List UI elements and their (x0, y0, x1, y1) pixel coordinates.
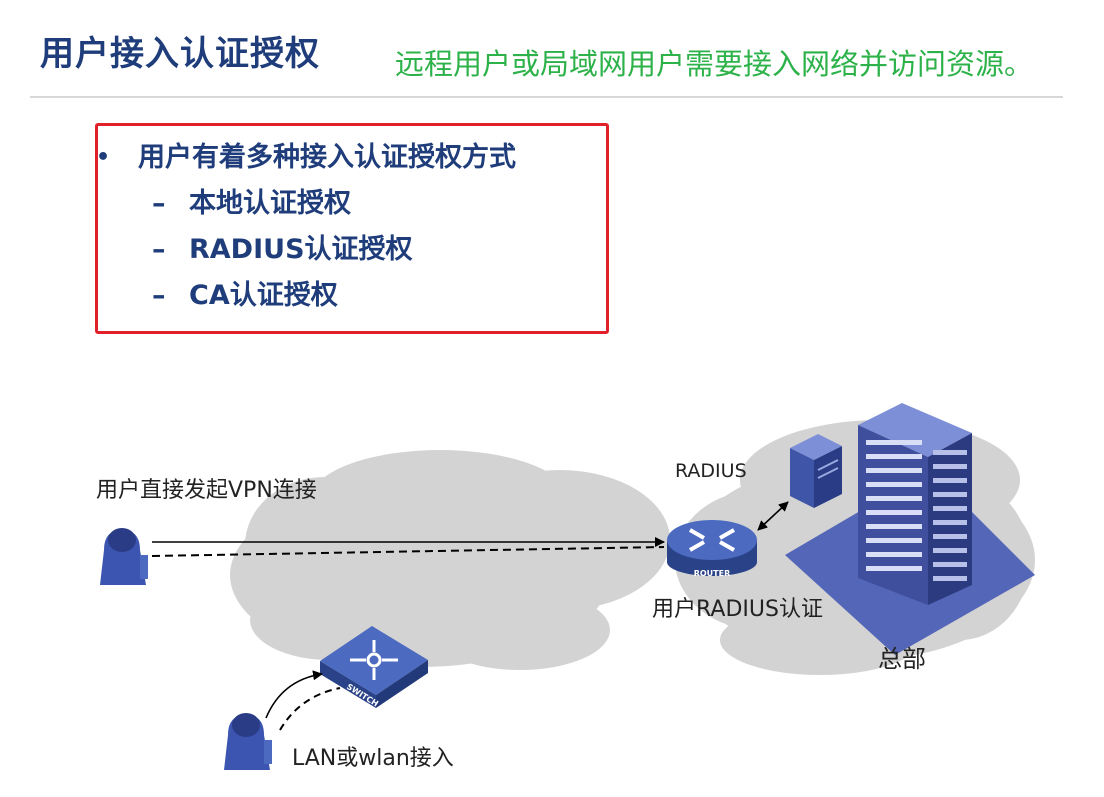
vpn-connection-label: 用户直接发起VPN连接 (96, 478, 317, 503)
method-item-text: RADIUS认证授权 (189, 234, 413, 265)
dash-marker: – (152, 280, 166, 311)
switch-icon: SWITCH (320, 626, 428, 709)
title-divider (30, 96, 1063, 98)
router-text: ROUTER (694, 569, 731, 578)
method-item-text: CA认证授权 (189, 280, 338, 311)
method-item-text: 本地认证授权 (189, 188, 351, 219)
radius-server-icon (790, 434, 842, 508)
dash-marker: – (152, 188, 166, 219)
bullet-marker: • (96, 145, 111, 170)
headquarters-label: 总部 (878, 645, 926, 673)
radius-server-label: RADIUS (675, 460, 747, 482)
router-icon: ROUTER (667, 520, 757, 578)
remote-user-icon (100, 528, 148, 585)
vpn-connection-dashed (151, 546, 665, 557)
dash-marker: – (152, 234, 166, 265)
internet-cloud (230, 450, 670, 670)
radius-link (757, 501, 789, 531)
page-subtitle: 远程用户或局域网用户需要接入网络并访问资源。 (395, 47, 1034, 81)
lan-user-icon (224, 713, 272, 770)
lan-access-label: LAN或wlan接入 (292, 746, 454, 771)
methods-highlight-box (95, 123, 609, 334)
lan-connection-solid (265, 670, 323, 719)
methods-heading-text: 用户有着多种接入认证授权方式 (138, 142, 516, 173)
headquarters-building-icon (858, 403, 972, 605)
router-caption: 用户RADIUS认证 (652, 597, 823, 622)
lan-connection-dashed (279, 687, 341, 731)
page-title: 用户接入认证授权 (40, 34, 320, 74)
